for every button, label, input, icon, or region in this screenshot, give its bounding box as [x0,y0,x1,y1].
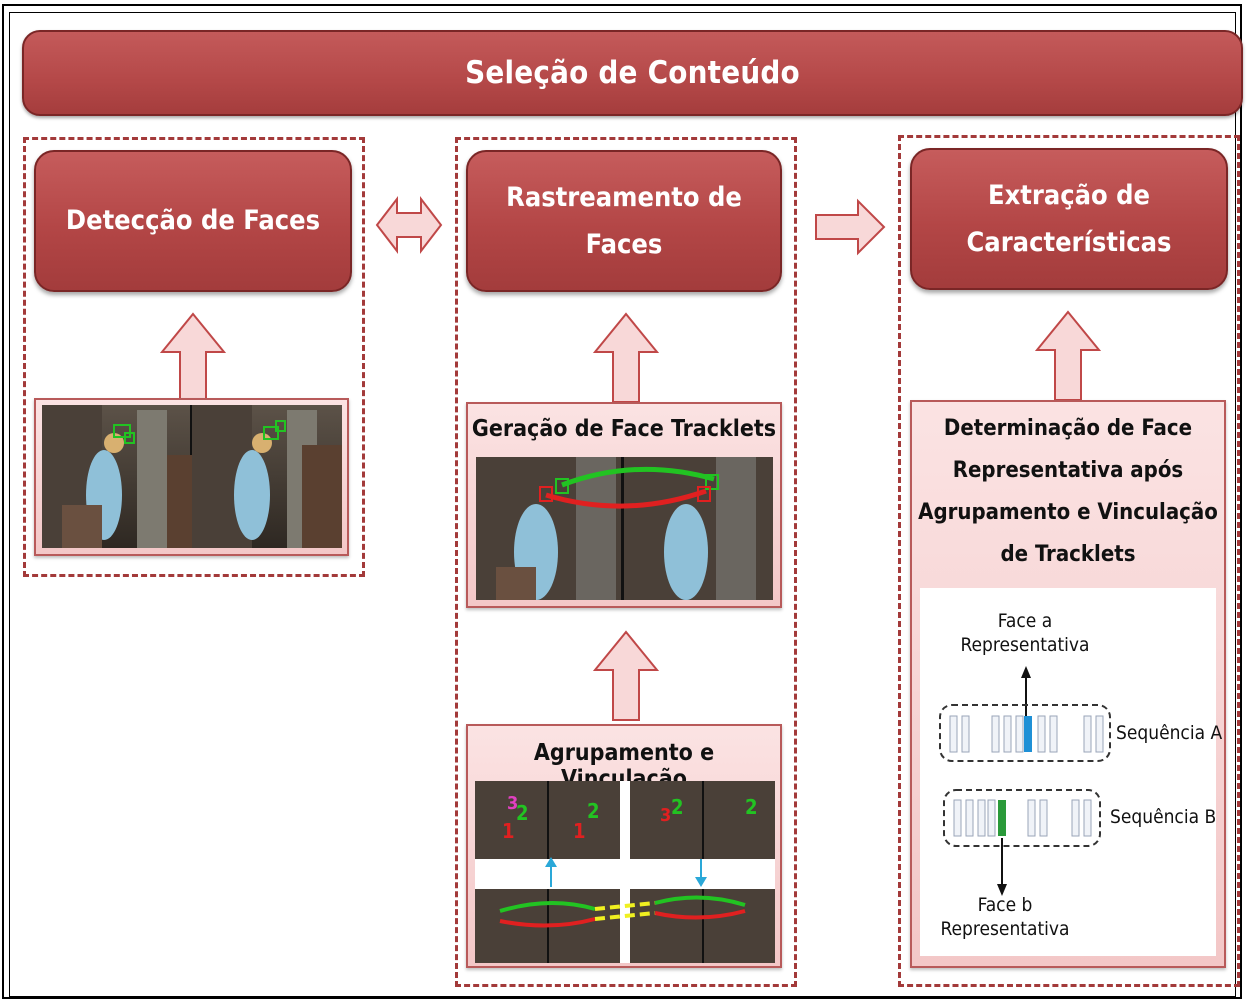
face-tracking-label-line2: Faces [585,229,663,260]
grouping-photo: 1 2 3 1 2 3 2 2 [475,781,775,963]
feature-extraction-box: Extração de Características [910,148,1228,290]
tracklets-photo [476,457,773,600]
extraction-column [898,135,1240,987]
track-number: 3 [507,793,519,814]
sequence-a-label: Sequência A [1116,722,1223,744]
panel-line: Representativa após [952,458,1184,483]
face-a-label-line2: Representativa [960,633,1090,656]
tracklets-label: Geração de Face Tracklets [471,416,777,442]
tracking-up-arrow-2 [593,630,659,721]
detection-column [23,137,365,577]
tracking-up-arrow-1 [593,312,659,403]
extraction-up-arrow [1035,310,1101,401]
inner-frame [9,12,1236,997]
detection-photo [42,405,342,548]
sequence-graphic [939,666,1111,896]
tracking-column [455,137,797,987]
face-tracking-box: Rastreamento de Faces [466,150,782,292]
face-b-label-line2: Representativa [940,917,1070,940]
panel-line: Agrupamento e Vinculação [918,500,1218,525]
feature-extraction-label-line1: Extração de [987,179,1151,211]
track-number: 3 [660,805,672,826]
outer-frame [2,4,1242,999]
feature-extraction-label-line2: Características [966,227,1172,258]
panel-line: de Tracklets [1000,542,1136,567]
track-number: 2 [671,795,684,819]
title-banner: Seleção de Conteúdo [22,30,1243,116]
sequence-b-label: Sequência B [1110,806,1217,828]
face-detection-box: Detecção de Faces [34,150,352,292]
track-number: 2 [745,795,758,819]
face-a-label-line1: Face a [997,610,1053,632]
face-tracking-label-line1: Rastreamento de [506,181,742,213]
track-number: 1 [573,819,586,843]
track-number: 1 [502,819,515,843]
sequence-diagram: Face a Representativa Sequência A Sequên [920,588,1222,956]
right-arrow [815,198,886,256]
track-number: 2 [587,799,600,823]
face-b-label-line1: Face b [977,894,1033,916]
detection-up-arrow [160,312,226,403]
bidirectional-arrow [375,196,443,254]
track-number: 2 [516,801,529,825]
panel-line: Determinação de Face [943,416,1193,441]
face-detection-label: Detecção de Faces [65,205,321,237]
